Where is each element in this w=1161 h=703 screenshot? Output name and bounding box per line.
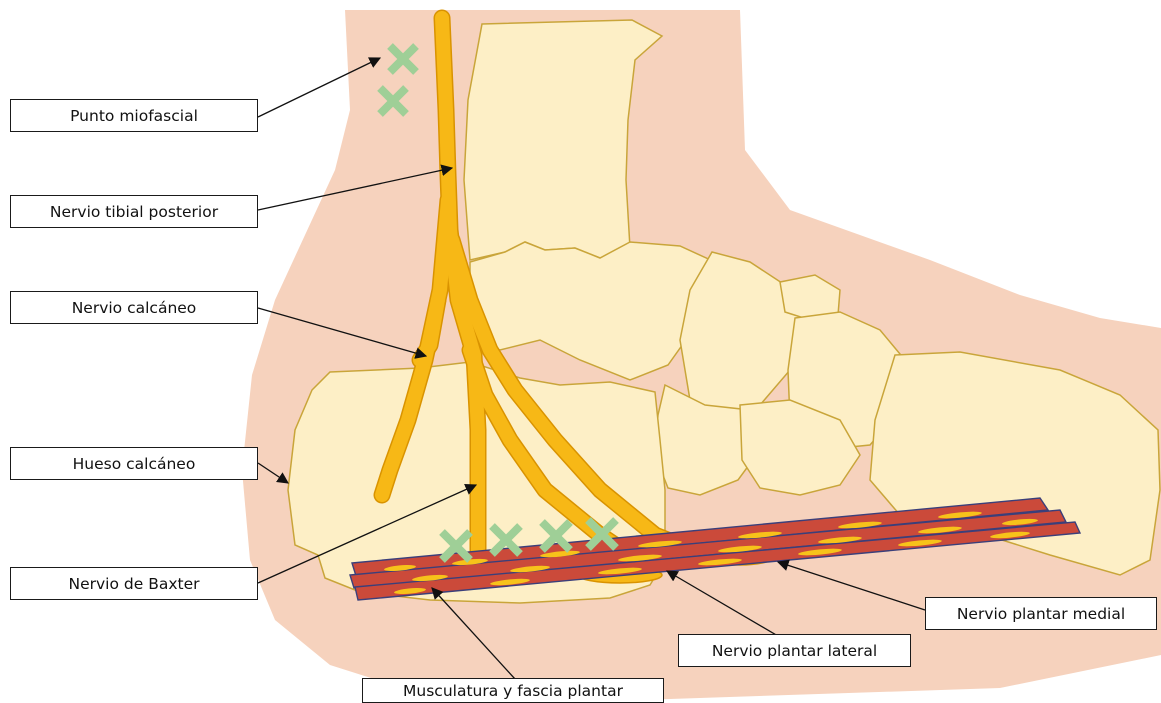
label-nervio-tibial-posterior: Nervio tibial posterior xyxy=(10,195,258,228)
label-nervio-de-baxter: Nervio de Baxter xyxy=(10,567,258,600)
label-nervio-calcaneo: Nervio calcáneo xyxy=(10,291,258,324)
label-nervio-plantar-medial: Nervio plantar medial xyxy=(925,597,1157,630)
label-nervio-plantar-lateral: Nervio plantar lateral xyxy=(678,634,911,667)
label-musculatura-fascia-plantar: Musculatura y fascia plantar xyxy=(362,678,664,703)
label-punto-miofascial: Punto miofascial xyxy=(10,99,258,132)
label-hueso-calcaneo: Hueso calcáneo xyxy=(10,447,258,480)
